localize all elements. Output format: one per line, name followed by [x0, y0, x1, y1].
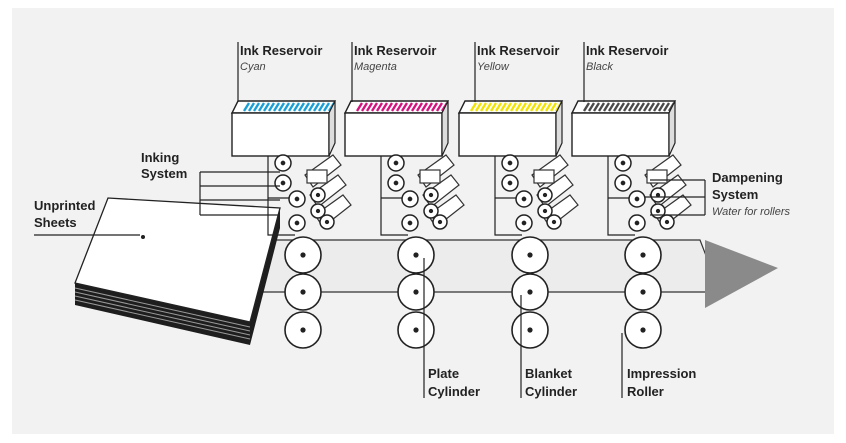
unprinted-sheets-label-line2: Sheets [34, 215, 77, 230]
reservoir-front [571, 112, 670, 157]
ink-stripes-magenta [355, 102, 449, 112]
ink-stripes-cyan [242, 102, 336, 112]
ink-reservoir-label-magenta: Ink Reservoir [354, 43, 437, 58]
roller-frame [494, 156, 522, 236]
dampening-rollers [537, 187, 562, 230]
printing-unit-yellow [457, 100, 579, 349]
ink-color-label-cyan: Cyan [240, 61, 266, 73]
dampening-system-label-line2: System [712, 187, 759, 202]
leader-lines [34, 42, 706, 398]
inking-rollers [274, 154, 306, 232]
reservoir-side [555, 100, 563, 157]
ink-color-label-magenta: Magenta [354, 61, 397, 73]
impression-roller-label-line1: Impression [627, 366, 697, 381]
plate-cylinder-label-line2: Cylinder [428, 384, 481, 399]
reservoir-front [344, 112, 443, 157]
roller-frame [607, 156, 635, 236]
reservoir-front [458, 112, 557, 157]
printing-units [230, 100, 692, 349]
output-arrow [705, 240, 778, 308]
main-cylinders [284, 236, 322, 349]
unprinted-sheets-label-line1: Unprinted [34, 198, 96, 213]
inking-system-label-line2: System [141, 166, 188, 181]
blanket-cylinder-label-line2: Cylinder [525, 384, 578, 399]
main-cylinders [511, 236, 549, 349]
roller-end-block [533, 169, 555, 184]
roller-end-block [646, 169, 668, 184]
dampening-rollers [423, 187, 448, 230]
roller-frame [267, 156, 295, 236]
dampening-system-note: Water for rollers [712, 206, 791, 218]
inking-rollers [387, 154, 419, 232]
ink-reservoir-label-yellow: Ink Reservoir [477, 43, 560, 58]
reservoir-side [328, 100, 336, 157]
main-cylinders [397, 236, 435, 349]
impression-roller-label-line2: Roller [627, 384, 664, 399]
printing-unit-black [570, 100, 692, 349]
ink-reservoir-label-black: Ink Reservoir [586, 43, 669, 58]
ink-color-label-yellow: Yellow [477, 61, 509, 73]
dampening-system-label-line1: Dampening [712, 170, 783, 185]
roller-frame [380, 156, 408, 236]
reservoir-front [231, 112, 330, 157]
ink-reservoir-label-cyan: Ink Reservoir [240, 43, 323, 58]
main-cylinders [624, 236, 662, 349]
inking-rollers [501, 154, 533, 232]
plate-cylinder-label-line1: Plate [428, 366, 460, 381]
ink-color-label-black: Black [586, 61, 613, 73]
reservoir-side [441, 100, 449, 157]
ink-stripes-yellow [469, 102, 563, 112]
printing-unit-magenta [343, 100, 465, 349]
blanket-cylinder-label-line1: Blanket [525, 366, 572, 381]
reservoir-side [668, 100, 676, 157]
roller-end-block [306, 169, 328, 184]
inking-rollers [614, 154, 646, 232]
dampening-rollers [310, 187, 335, 230]
printing-unit-cyan [230, 100, 352, 349]
sheet-stack [74, 197, 281, 345]
top-sheet [74, 197, 281, 323]
inking-system-label-line1: Inking [141, 150, 180, 165]
roller-end-block [419, 169, 441, 184]
